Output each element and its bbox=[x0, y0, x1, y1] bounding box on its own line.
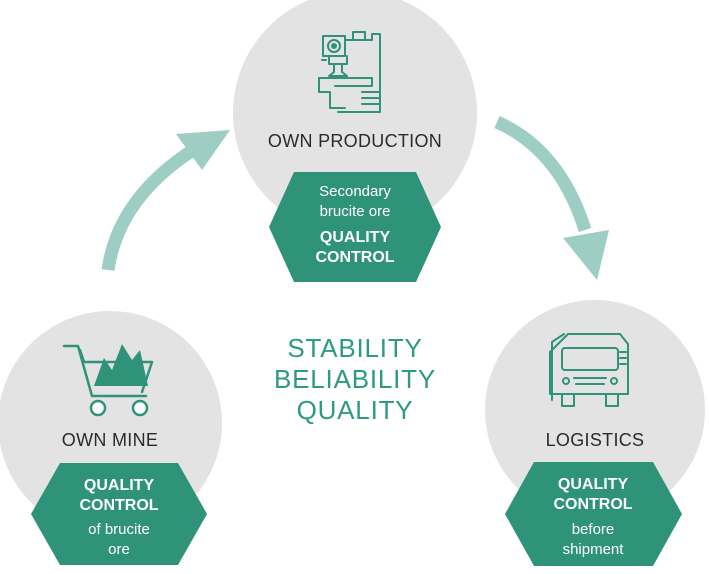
center-quality: QUALITY bbox=[296, 395, 414, 425]
logistics-badge-qc1: QUALITY bbox=[557, 476, 629, 493]
arrow-production-to-logistics bbox=[494, 116, 609, 280]
mine-badge-line2: ore bbox=[108, 541, 130, 558]
logistics-badge-hexagon bbox=[505, 462, 682, 566]
production-badge-line1: Secondary bbox=[319, 183, 391, 200]
production-badge-qc2: CONTROL bbox=[315, 249, 395, 266]
logistics-title: LOGISTICS bbox=[545, 430, 645, 450]
logistics-badge-line2: shipment bbox=[562, 541, 624, 558]
logistics-badge-line1: before bbox=[571, 521, 615, 538]
center-beliability: BELIABILITY bbox=[274, 364, 436, 394]
truck-icon bbox=[549, 333, 629, 407]
mine-badge-qc2: CONTROL bbox=[79, 497, 159, 514]
production-badge-line2: brucite ore bbox=[319, 203, 391, 220]
mine-badge-qc1: QUALITY bbox=[83, 477, 155, 494]
mine-badge-hexagon bbox=[31, 463, 207, 565]
arrow-mine-to-production bbox=[101, 130, 230, 272]
production-badge-hexagon bbox=[269, 172, 441, 282]
mine-title: OWN MINE bbox=[61, 430, 159, 450]
logistics-badge-qc2: CONTROL bbox=[553, 496, 633, 513]
machine-icon bbox=[318, 31, 381, 113]
production-title: OWN PRODUCTION bbox=[267, 131, 443, 151]
mine-badge-line1: of brucite bbox=[88, 521, 150, 538]
center-stability: STABILITY bbox=[287, 333, 423, 363]
production-badge-qc1: QUALITY bbox=[319, 229, 391, 246]
mine-cart-icon bbox=[62, 344, 154, 417]
